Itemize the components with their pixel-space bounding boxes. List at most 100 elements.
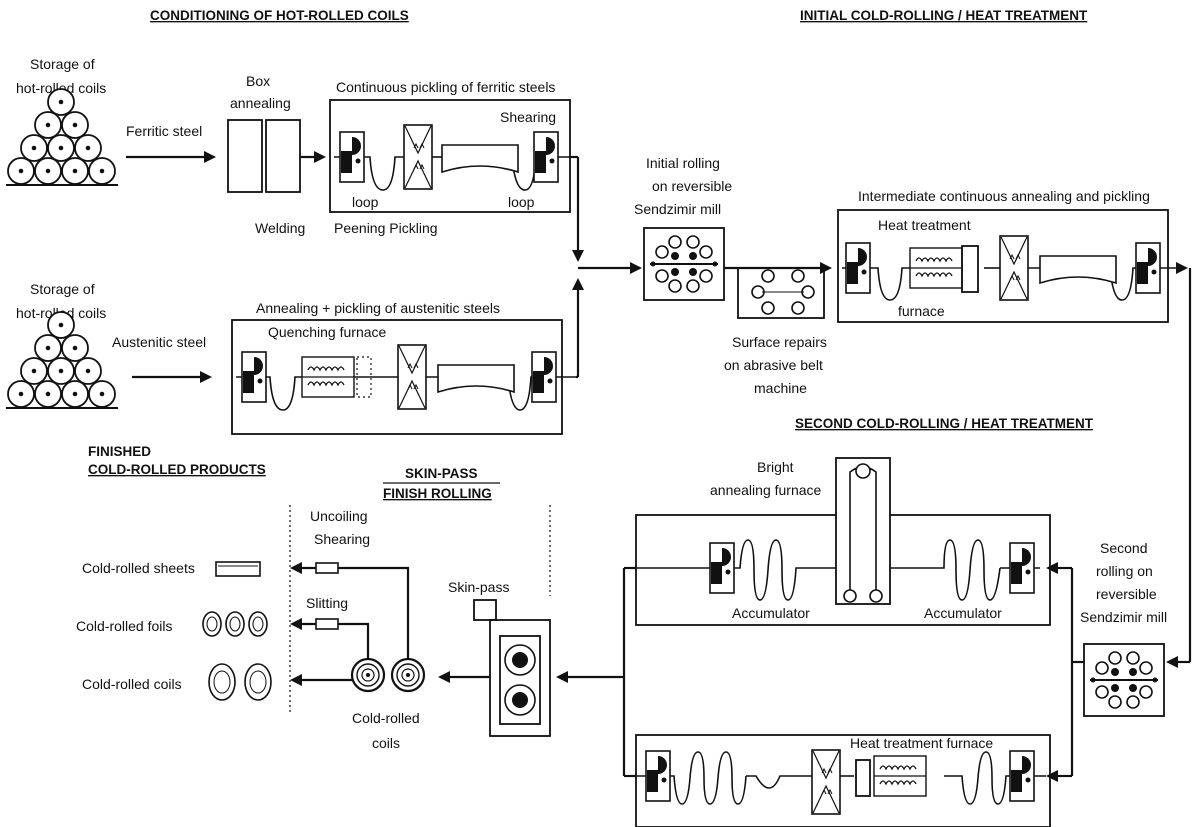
product-coils-label: Cold-rolled coils: [82, 676, 182, 692]
continuous-pickling-label: Continuous pickling of ferritic steels: [336, 79, 555, 95]
second-mill-arrowhead: [1166, 656, 1178, 668]
cold-rolled-foils-icon: [202, 611, 268, 637]
uncoiler-mill-ferritic: [339, 131, 365, 183]
peening-stand-ferritic: [403, 124, 433, 190]
bottom-strip-path: [636, 751, 1046, 805]
second-rolling-label-1: Second: [1100, 540, 1147, 556]
cold-rolled-sheets-icon: [215, 561, 261, 577]
box-annealing-label-2: annealing: [230, 95, 291, 111]
section-initial-cold-rolling: INITIAL COLD-ROLLING / HEAT TREATMENT: [800, 8, 1088, 23]
bright-exit-mill: [1009, 542, 1035, 594]
cold-rolled-coil-right: [390, 657, 426, 693]
shear-mill-intermediate: [1135, 242, 1161, 294]
surface-repairs-label-2: on abrasive belt: [724, 357, 823, 373]
quenching-furnace-label: Quenching furnace: [268, 324, 387, 340]
box-annealing-furnace-right: [265, 119, 301, 193]
quench-section: [356, 356, 372, 398]
welding-label: Welding: [255, 220, 305, 236]
quenching-furnace: [301, 356, 355, 398]
pickling-tank-ferritic: [441, 144, 519, 173]
cold-rolled-coils-label-1: Cold-rolled: [352, 710, 420, 726]
peening-pickling-label: Peening Pickling: [334, 220, 438, 236]
shearing-label: Shearing: [500, 109, 556, 125]
storage-label-1b: hot-rolled coils: [16, 80, 106, 96]
cold-rolled-coils-label-2: coils: [372, 735, 400, 751]
second-rolling-label-4: Sendzimir mill: [1080, 609, 1167, 625]
bottom-exit-mill: [645, 750, 671, 802]
slitting-label: Slitting: [306, 595, 348, 611]
bottom-entry-mill: [1009, 750, 1035, 802]
ferritic-steel-label: Ferritic steel: [126, 123, 202, 139]
section-conditioning: CONDITIONING OF HOT-ROLLED COILS: [150, 8, 409, 23]
pickling-tank-austenitic: [437, 364, 515, 393]
bright-entry-mill: [709, 542, 735, 594]
uncoiling-label: Uncoiling: [310, 508, 368, 524]
loop-label-1: loop: [352, 194, 379, 210]
section-finished-line1: FINISHED: [88, 444, 151, 459]
anneal-arrowhead: [820, 262, 832, 274]
pickling-arrowhead: [314, 151, 326, 163]
intermediate-exit-arrowhead: [1176, 262, 1188, 274]
intermediate-annealing-label: Intermediate continuous annealing and pi…: [858, 188, 1150, 204]
intermediate-heat-furnace: [909, 247, 963, 289]
bright-annealing-label-2: annealing furnace: [710, 482, 822, 498]
section-finished-line2: COLD-ROLLED PRODUCTS: [88, 462, 266, 477]
austenitic-strip-path: [236, 376, 576, 411]
bottom-furnace-entry: [855, 759, 871, 797]
heat-treatment-furnace-label: Heat treatment furnace: [850, 735, 993, 751]
accumulator-label-2: Accumulator: [924, 605, 1002, 621]
second-rolling-label-2: rolling on: [1096, 563, 1153, 579]
product-foils-label: Cold-rolled foils: [76, 618, 172, 634]
skinpass-merge-connector: [556, 566, 636, 778]
initial-rolling-label-1: Initial rolling: [646, 155, 720, 171]
skin-pass-mill: [473, 599, 551, 737]
pickling-tank-intermediate: [1039, 255, 1117, 284]
austenitic-steel-label: Austenitic steel: [112, 334, 206, 350]
box-annealing-label-1: Box: [246, 73, 270, 89]
output-flow-lines: [290, 562, 410, 686]
skin-pass-label: Skin-pass: [448, 579, 509, 595]
storage-label-1a: Storage of: [30, 56, 95, 72]
annealing-pickling-austenitic-label: Annealing + pickling of austenitic steel…: [256, 300, 500, 316]
intermediate-line-box: [837, 209, 1169, 323]
accumulator-label-1: Accumulator: [732, 605, 810, 621]
initial-rolling-label-3: Sendzimir mill: [634, 201, 721, 217]
uncoiler-mill-intermediate: [845, 242, 871, 294]
cold-rolled-coil-left: [350, 657, 386, 693]
bottom-heat-furnace: [873, 755, 927, 797]
initial-sendzimir-mill: [643, 227, 725, 301]
bottom-peening-stand: [811, 749, 841, 815]
shearing-2-label: Shearing: [314, 531, 370, 547]
surface-repairs-label-1: Surface repairs: [732, 334, 827, 350]
cooling-section: [961, 245, 979, 293]
hot-rolled-coil-stack-austenitic: [6, 312, 118, 408]
heat-treatment-line-box: [635, 734, 1051, 827]
section-skinpass-line2: FINISH ROLLING: [383, 486, 492, 501]
hot-rolled-coil-stack-ferritic: [6, 89, 118, 185]
cold-rolled-coils-icon: [208, 663, 272, 701]
second-rolling-label-3: reversible: [1096, 586, 1157, 602]
second-sendzimir-mill: [1083, 643, 1165, 717]
abrasive-belt-machine: [737, 267, 825, 319]
initial-rolling-label-2: on reversible: [652, 178, 732, 194]
bright-tower-strip: [843, 463, 883, 603]
section-skinpass-line1: SKIN-PASS: [405, 466, 478, 481]
box-annealing-furnace-left: [227, 119, 263, 193]
austenitic-arrowhead: [200, 371, 212, 383]
coils-arrowhead: [438, 671, 450, 683]
shear-mill-ferritic: [533, 131, 559, 183]
loop-label-2: loop: [508, 194, 535, 210]
peening-stand-austenitic: [397, 344, 427, 410]
heat-treatment-label: Heat treatment: [878, 217, 971, 233]
product-sheets-label: Cold-rolled sheets: [82, 560, 195, 576]
shear-mill-austenitic: [531, 351, 557, 403]
bright-annealing-tower: [835, 457, 891, 605]
section-second-cold-rolling: SECOND COLD-ROLLING / HEAT TREATMENT: [795, 416, 1094, 431]
furnace-label: furnace: [898, 303, 945, 319]
peening-stand-intermediate: [999, 235, 1029, 301]
bright-annealing-label-1: Bright: [757, 459, 794, 475]
surface-repairs-label-3: machine: [754, 380, 807, 396]
uncoiler-mill-austenitic: [241, 351, 267, 403]
